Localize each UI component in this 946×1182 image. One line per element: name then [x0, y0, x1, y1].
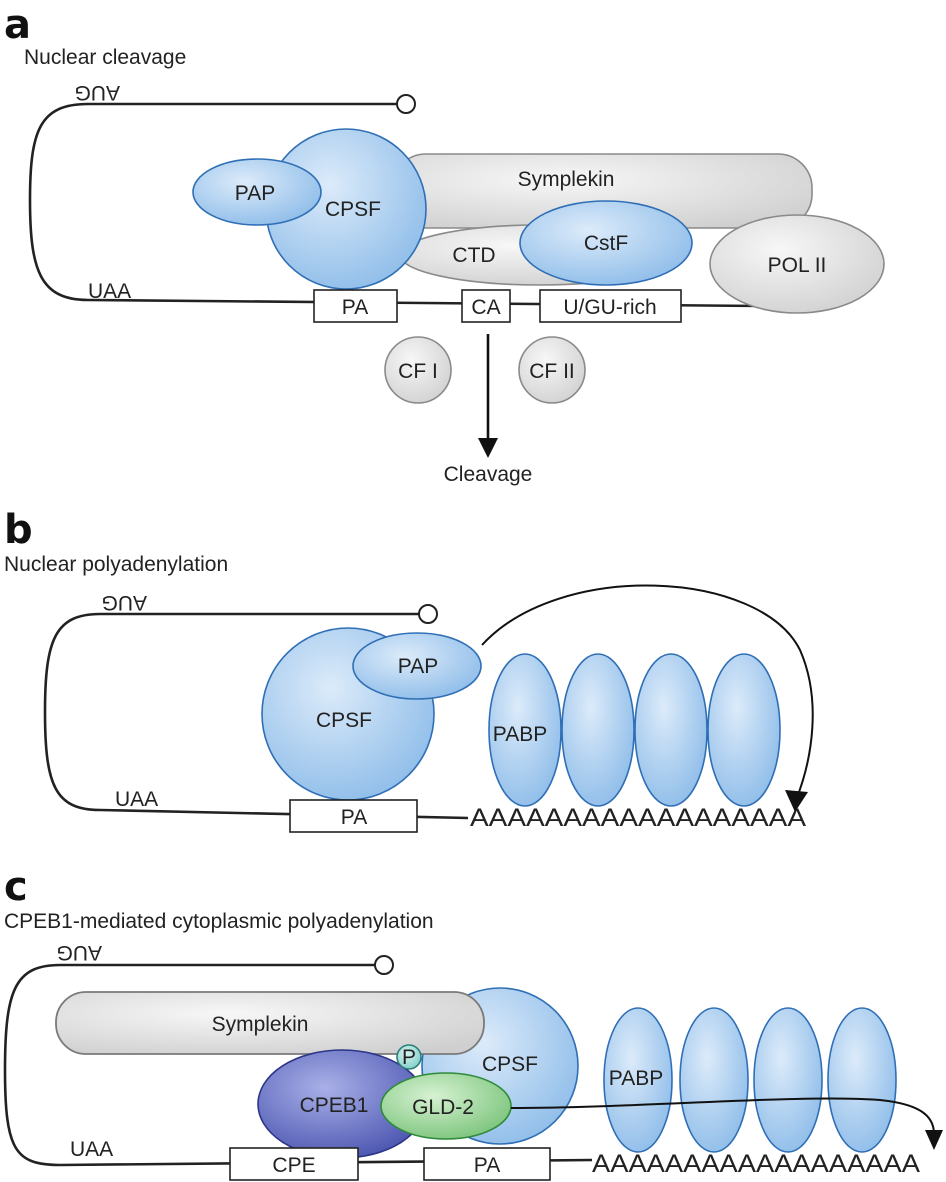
panel-c-letter: c	[4, 864, 28, 910]
panel-a-ctd-label: CTD	[452, 244, 495, 267]
panel-a-aug-label: AUG	[74, 81, 120, 104]
panel-b-pabp-1	[488, 653, 562, 807]
panel-a-cf2	[518, 336, 586, 404]
panel-a-uaa-label: UAA	[88, 280, 131, 303]
panel-c-phosphate-label: P	[402, 1046, 416, 1069]
panel-c-cpsf-label: CPSF	[482, 1053, 538, 1076]
panel-a-title: Nuclear cleavage	[24, 46, 186, 69]
panel-a-ugu-label: U/GU-rich	[563, 296, 656, 319]
panel-c-symplekin-label: Symplekin	[212, 1013, 309, 1036]
panel-a-cf2-label: CF II	[529, 360, 575, 383]
panel-b-title: Nuclear polyadenylation	[4, 553, 228, 576]
panel-a-ugu-box	[539, 289, 682, 323]
panel-b-pabp-2	[561, 653, 635, 807]
panel-b-pa-box	[289, 799, 418, 833]
panel-b: b Nuclear polyadenylation AUG UAA CPSF P…	[4, 507, 814, 833]
panel-c-uaa-label: UAA	[70, 1138, 113, 1161]
panel-c-pabp-4	[827, 1007, 897, 1153]
panel-c-elongation-arrowhead-icon	[925, 1130, 943, 1150]
panel-b-elongation-arrow	[481, 584, 814, 801]
panel-b-uaa-label: UAA	[115, 788, 158, 811]
panel-b-cap-icon	[418, 604, 438, 624]
panel-b-aug-label: AUG	[101, 591, 147, 614]
panel-a-cf1-label: CF I	[398, 360, 438, 383]
panel-c-pabp-1	[603, 1007, 673, 1153]
panel-c-pabp-3	[753, 1007, 823, 1153]
panel-c-pa-box	[423, 1147, 551, 1181]
panel-a-mrna-loop	[28, 102, 761, 308]
panel-c-cap-icon	[374, 955, 394, 975]
panel-a: a Nuclear cleavage AUG UAA Symplekin CTD…	[4, 2, 885, 486]
panel-b-polya-tail: AAAAAAAAAAAAAAAAAA	[470, 804, 806, 832]
panel-c-cpeb1-label: CPEB1	[300, 1094, 369, 1117]
panel-a-cap-icon	[396, 94, 416, 114]
panel-b-pap	[352, 632, 482, 700]
panel-c-title: CPEB1-mediated cytoplasmic polyadenylati…	[4, 910, 434, 933]
panel-a-pap	[192, 158, 322, 226]
panel-c: c CPEB1-mediated cytoplasmic polyadenyla…	[3, 864, 943, 1181]
panel-a-ca-label: CA	[471, 296, 500, 319]
panel-c-phosphate-icon	[396, 1044, 422, 1070]
panel-a-ca-box	[461, 289, 511, 323]
panel-b-pabp-4	[707, 653, 781, 807]
panel-c-pabp-2	[679, 1007, 749, 1153]
panel-c-cpe-box	[229, 1147, 359, 1181]
panel-c-cpe-label: CPE	[272, 1154, 315, 1177]
panel-a-cleavage-label: Cleavage	[444, 463, 533, 486]
panel-a-cleavage-arrowhead-icon	[478, 438, 498, 458]
panel-c-pabp-label: PABP	[609, 1067, 663, 1090]
panel-c-symplekin	[55, 991, 485, 1055]
panel-a-pa-box	[313, 289, 398, 323]
panel-a-symplekin-label: Symplekin	[518, 168, 615, 191]
panel-b-pa-label: PA	[341, 806, 367, 829]
panel-a-cstf-label: CstF	[584, 232, 628, 255]
panel-a-cf1	[384, 336, 452, 404]
panel-b-pabp-3	[634, 653, 708, 807]
panel-c-gld2-label: GLD-2	[412, 1096, 474, 1119]
panel-a-pol2-label: POL II	[768, 254, 827, 277]
panel-c-elongation-arrow	[510, 1097, 935, 1135]
panel-a-pap-label: PAP	[235, 182, 275, 205]
panel-c-gld2	[380, 1072, 512, 1140]
panel-b-elongation-arrowhead-icon	[785, 790, 808, 812]
panel-b-pabp-label: PABP	[493, 723, 547, 746]
panel-a-cpsf-label: CPSF	[325, 198, 381, 221]
panel-c-polya-tail: AAAAAAAAAAAAAAAAAA	[592, 1150, 920, 1178]
panel-a-pa-label: PA	[342, 296, 368, 319]
panel-c-pa-label: PA	[474, 1154, 500, 1177]
panel-c-mrna-loop	[3, 963, 593, 1167]
panel-b-letter: b	[4, 507, 33, 553]
panel-a-pol2	[709, 214, 885, 314]
panel-b-pap-label: PAP	[398, 655, 438, 678]
panel-c-aug-label: AUG	[56, 941, 102, 964]
panel-a-letter: a	[4, 2, 31, 48]
panel-b-mrna-loop	[43, 612, 469, 820]
panel-b-cpsf-label: CPSF	[316, 709, 372, 732]
panel-a-cstf	[519, 200, 693, 286]
